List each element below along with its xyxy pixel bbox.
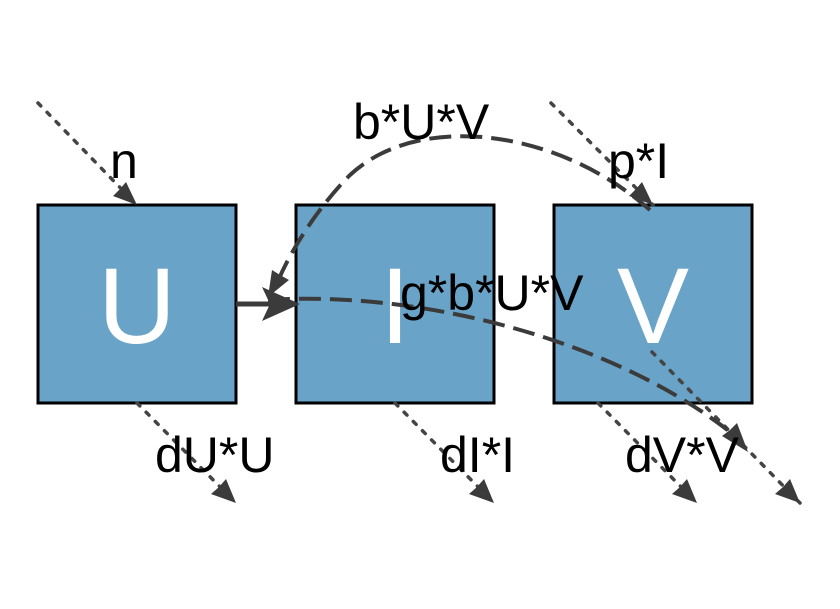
outflow-v-extra-arrowhead (775, 479, 800, 503)
box-u-label: U (98, 245, 176, 366)
box-u: U (36, 203, 238, 405)
outflow-i-arrow (393, 401, 496, 505)
inflow-u-arrow (36, 101, 139, 207)
box-u-rect (36, 203, 238, 405)
outflow-v-label: dV*V (625, 427, 740, 483)
interaction-arc-label: b*U*V (353, 94, 490, 150)
u-to-i-arrowhead (262, 287, 300, 321)
inflow-v-label: p*I (608, 133, 669, 189)
interaction-arc (274, 134, 652, 287)
inflow-u-label: n (110, 133, 138, 189)
outflow-u-arrowhead (211, 479, 236, 503)
inflow-v-arrowhead (629, 182, 653, 205)
outflow-i-label: dI*I (440, 427, 515, 483)
box-v: V (552, 203, 754, 405)
box-v-rect (552, 203, 754, 405)
interaction-v-curve (267, 296, 742, 442)
inflow-v-arrow (549, 101, 655, 207)
interaction-v-label: g*b*U*V (400, 265, 584, 321)
outflow-u-label: dU*U (155, 427, 274, 483)
outflow-i-arrowhead (469, 479, 494, 503)
outflow-u-arrow (135, 401, 238, 505)
box-v-label: V (617, 245, 689, 366)
inflow-u-arrowhead (113, 182, 137, 205)
outflow-v-arrow (596, 401, 699, 505)
outflow-v-arrowhead (672, 479, 697, 503)
interaction-v-arrowhead (722, 423, 748, 452)
interaction-arc-arrowhead (268, 270, 289, 297)
